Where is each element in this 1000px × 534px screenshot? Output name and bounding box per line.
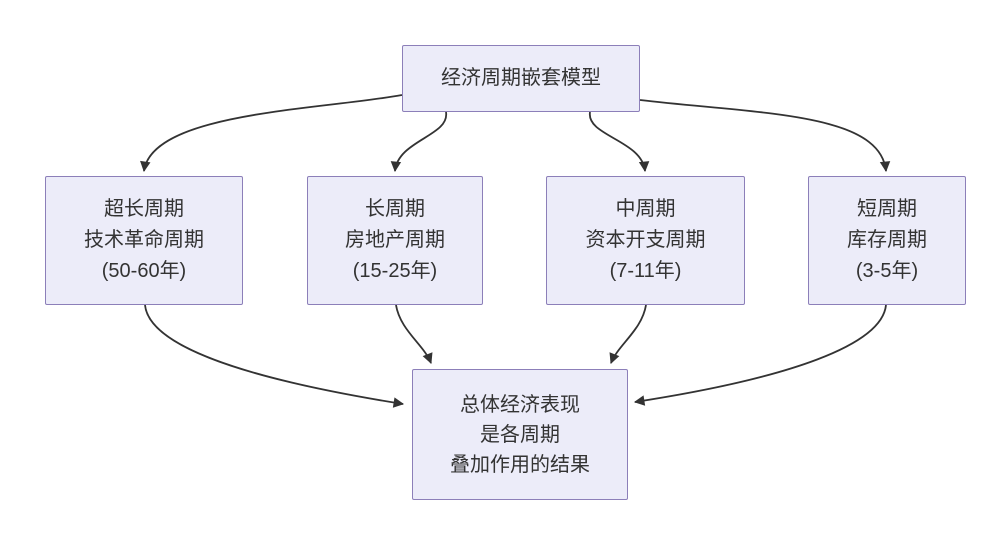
edge-model-to-mid-cycle <box>589 111 650 173</box>
edge-model-to-short-cycle <box>639 99 891 173</box>
node-line: 长周期 <box>365 198 425 220</box>
edge-model-to-long-cycle <box>390 111 447 173</box>
edge-mid-to-result <box>609 304 647 364</box>
node-line: 总体经济表现 <box>460 393 580 416</box>
node-line: (50-60年) <box>101 260 187 282</box>
node-short-cycle: 短周期 库存周期 (3-5年) <box>808 176 966 305</box>
node-line: 短周期 <box>857 198 917 220</box>
edge-long-to-result <box>395 304 433 364</box>
node-line: (3-5年) <box>855 260 919 282</box>
node-economic-cycle-model-label: 经济周期嵌套模型 <box>441 67 601 89</box>
node-line: 库存周期 <box>847 229 927 251</box>
node-line: 超长周期 <box>104 198 184 220</box>
node-line: 技术革命周期 <box>84 229 204 251</box>
node-long-cycle: 长周期 房地产周期 (15-25年) <box>307 176 483 305</box>
node-line: 是各周期 <box>480 423 560 446</box>
edge-model-to-super-long-cycle <box>140 94 403 173</box>
node-mid-cycle: 中周期 资本开支周期 (7-11年) <box>546 176 745 305</box>
edge-short-to-result <box>633 304 887 406</box>
node-super-long-cycle: 超长周期 技术革命周期 (50-60年) <box>45 176 243 305</box>
node-line: (15-25年) <box>352 260 438 282</box>
node-overall-economy-result: 总体经济表现 是各周期 叠加作用的结果 <box>412 369 628 500</box>
node-line: 中周期 <box>615 198 676 220</box>
node-line: 叠加作用的结果 <box>450 453 590 476</box>
node-line: 资本开支周期 <box>585 229 706 251</box>
node-economic-cycle-model: 经济周期嵌套模型 <box>402 45 640 112</box>
node-line: 房地产周期 <box>345 229 445 251</box>
edge-super-long-to-result <box>144 304 405 408</box>
node-line: (7-11年) <box>609 260 682 282</box>
